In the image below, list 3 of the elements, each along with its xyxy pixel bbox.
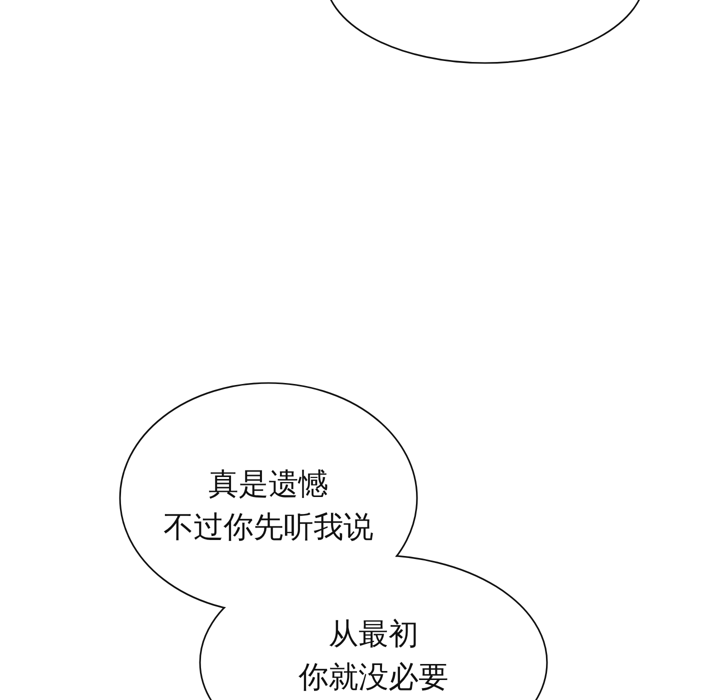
speech-bubble xyxy=(199,554,548,700)
dialogue-text: 从最初你就没必要 xyxy=(298,616,450,697)
dialogue-text: 真是遗憾不过你先听我说 xyxy=(162,466,374,547)
